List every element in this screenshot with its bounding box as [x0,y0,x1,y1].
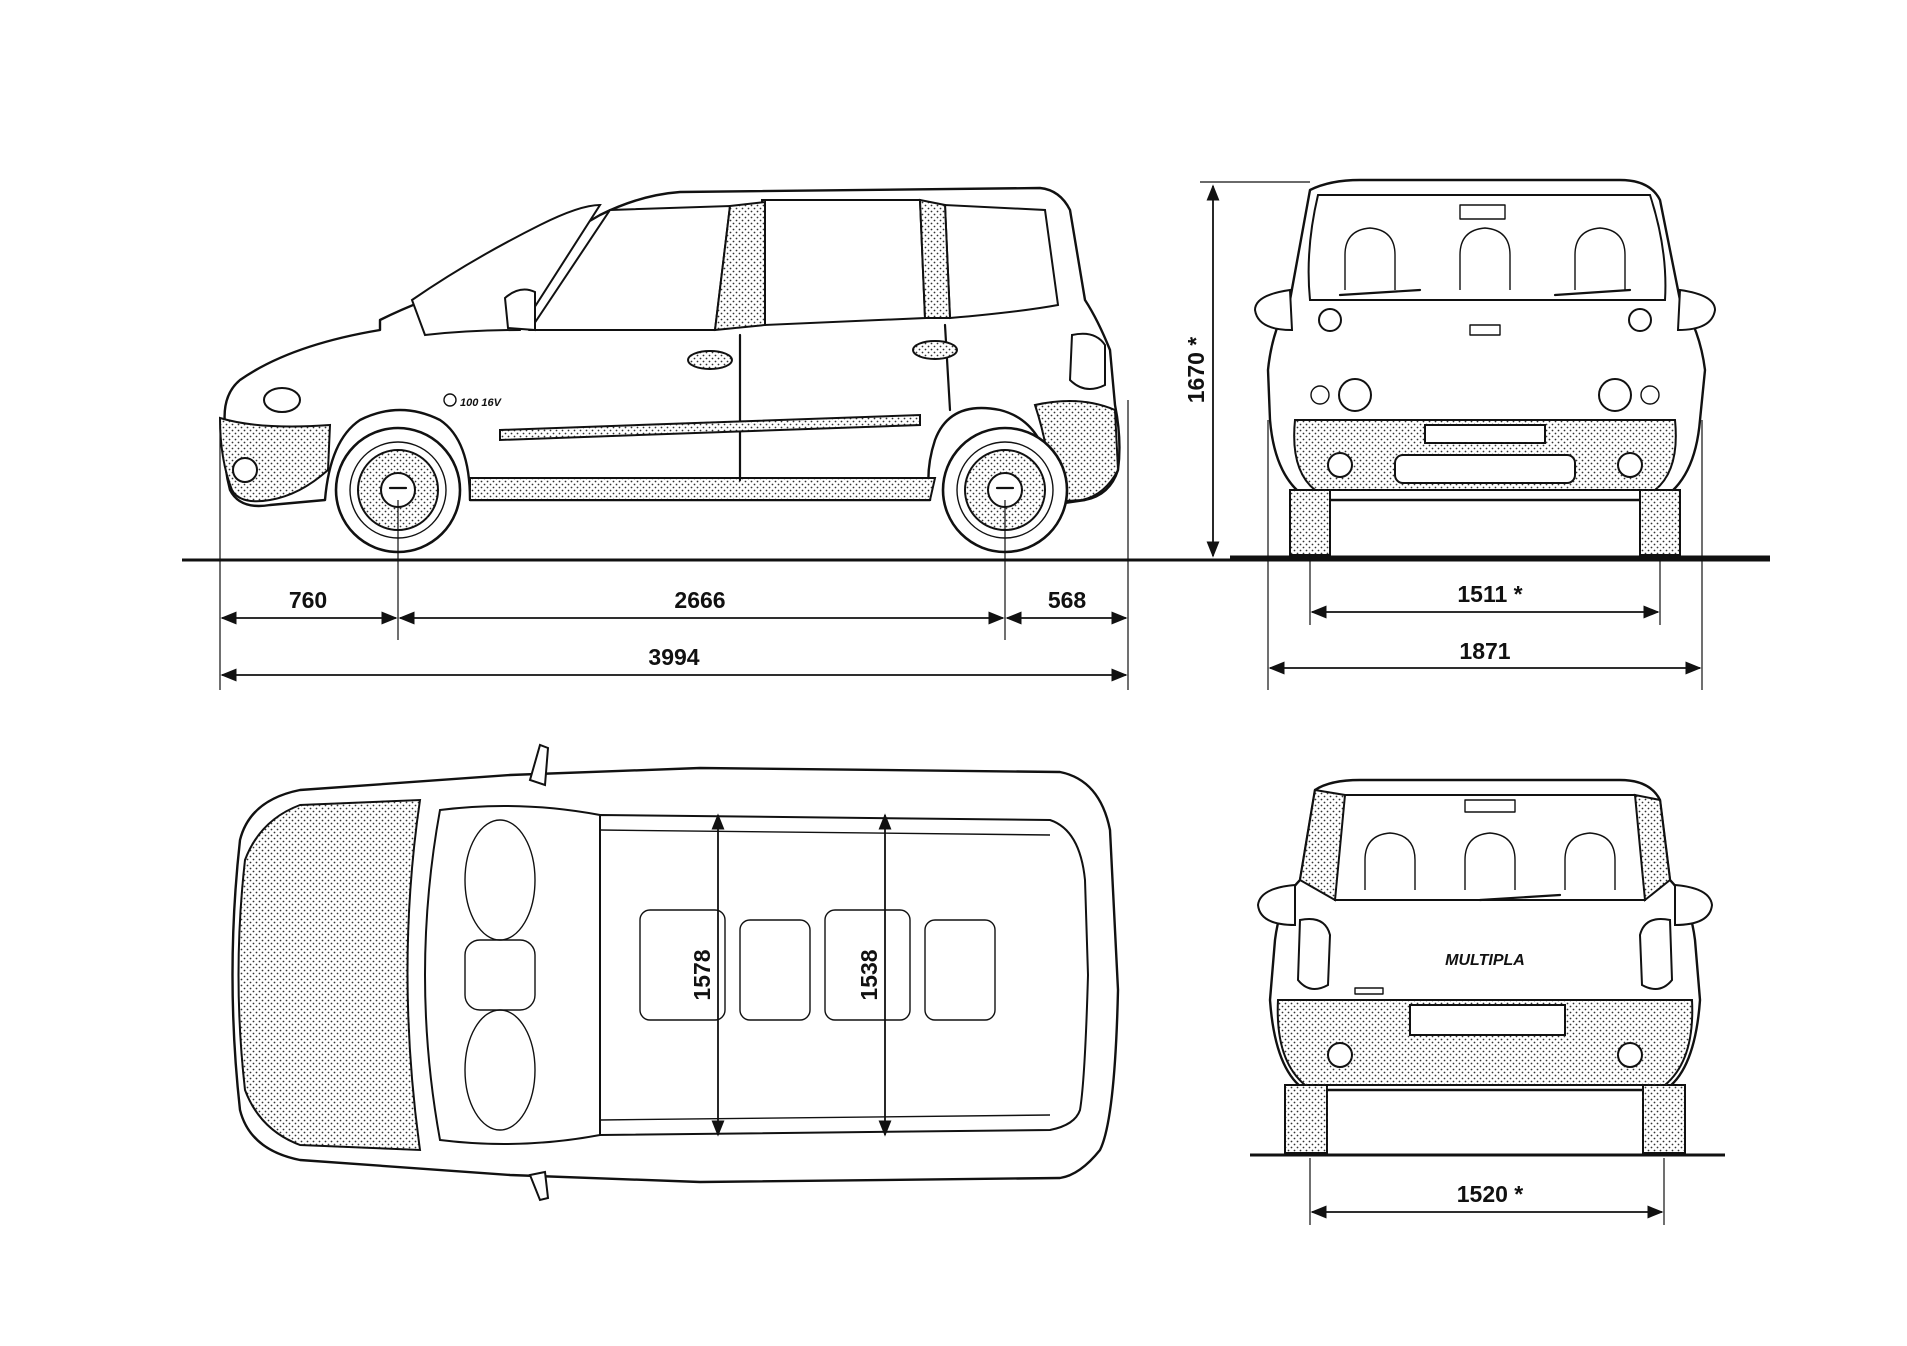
side-front-wheel [334,426,462,554]
rear-seat-right [1564,832,1616,890]
front-headlight-right [1598,378,1632,412]
top-seat-rear-1 [824,909,911,1021]
top-seat-front-1 [639,909,726,1021]
side-rear-wheel [941,426,1069,554]
side-view: 100 16V 760 2666 568 3994 [182,186,1770,690]
front-seat-right [1574,227,1626,290]
label-front-overhang: 760 [289,587,327,613]
top-view: 1578 1538 [231,743,1120,1202]
front-fog-left [1327,452,1353,478]
side-tail-light [1068,332,1106,390]
rear-tail-left [1296,918,1332,990]
side-body-strip [499,413,921,442]
rear-brake-light [1464,799,1516,813]
rear-view: MULTIPLA 1520 * [1250,778,1725,1225]
front-badge [1469,324,1501,336]
top-seat-rear-2 [924,919,996,1021]
front-fog-right [1617,452,1643,478]
rear-mirror-left [1256,883,1296,927]
front-wiper-left [1338,288,1422,297]
front-wiper-right [1553,288,1632,297]
side-middle-window [760,199,927,327]
front-seat-middle [1459,227,1511,290]
side-headlight [263,387,301,413]
top-seat-front-2 [739,919,811,1021]
label-front-track: 1511 * [1457,581,1522,607]
top-rail-left [599,829,1051,836]
rear-pillar-left [1298,788,1347,902]
rear-seat-middle [1464,832,1516,890]
label-rear-track: 1520 * [1457,1181,1524,1207]
label-rear-overhang: 568 [1048,587,1087,613]
rear-tail-right [1638,918,1674,990]
side-sill [469,477,937,501]
top-hood [237,798,422,1152]
front-view: 1670 * [1183,178,1770,690]
front-tyre-left [1289,489,1331,556]
side-windscreen [410,203,602,337]
front-upper-lamp-right [1628,308,1652,332]
rear-mirror-right [1674,883,1714,927]
top-mirror-right [528,1170,550,1202]
top-rail-right [599,1114,1051,1121]
side-c-pillar [918,198,952,319]
front-plate [1424,424,1546,444]
rear-fog-left [1327,1042,1353,1068]
top-windscreen [424,805,601,1145]
front-upper-lamp-left [1318,308,1342,332]
side-fog-light [232,457,258,483]
front-headlight-left [1338,378,1372,412]
rear-window [1333,794,1647,901]
side-badge-icon [443,393,457,407]
front-grille [1394,454,1576,484]
rear-pillar-right [1633,793,1672,902]
rear-tyre-left [1284,1084,1328,1154]
rear-tyre-right [1642,1084,1686,1154]
side-rear-window [943,203,1060,320]
rear-plate [1409,1004,1566,1036]
rear-small-badge [1354,987,1384,995]
rear-fog-right [1617,1042,1643,1068]
rear-wiper [1478,893,1562,902]
rear-seat-left [1364,832,1416,890]
side-door-seam-2 [943,323,952,412]
front-mirror-interior [1459,204,1506,220]
label-height: 1670 * [1183,337,1209,404]
rear-badge-text: MULTIPLA [1445,952,1525,969]
top-mirror-left [528,743,550,787]
front-tyre-right [1639,489,1681,556]
front-seat-left [1344,227,1396,290]
front-indicator-left [1310,385,1330,405]
label-wheelbase: 2666 [674,587,725,613]
front-mirror-right [1676,288,1717,332]
label-overall-width: 1871 [1459,638,1510,664]
label-interior-rear: 1538 [856,949,882,1000]
side-b-pillar [713,200,766,332]
label-overall-length: 3994 [648,644,699,670]
front-indicator-right [1640,385,1660,405]
front-mirror-left [1253,288,1294,332]
side-door-handle-rear [912,340,958,360]
side-door-handle-front [687,350,733,370]
label-interior-front: 1578 [689,949,715,1000]
front-windscreen [1307,194,1667,301]
top-roof-glass [599,813,1090,1137]
side-badge-text: 100 16V [460,397,503,409]
side-mirror [503,288,536,332]
top-console [464,939,536,1011]
